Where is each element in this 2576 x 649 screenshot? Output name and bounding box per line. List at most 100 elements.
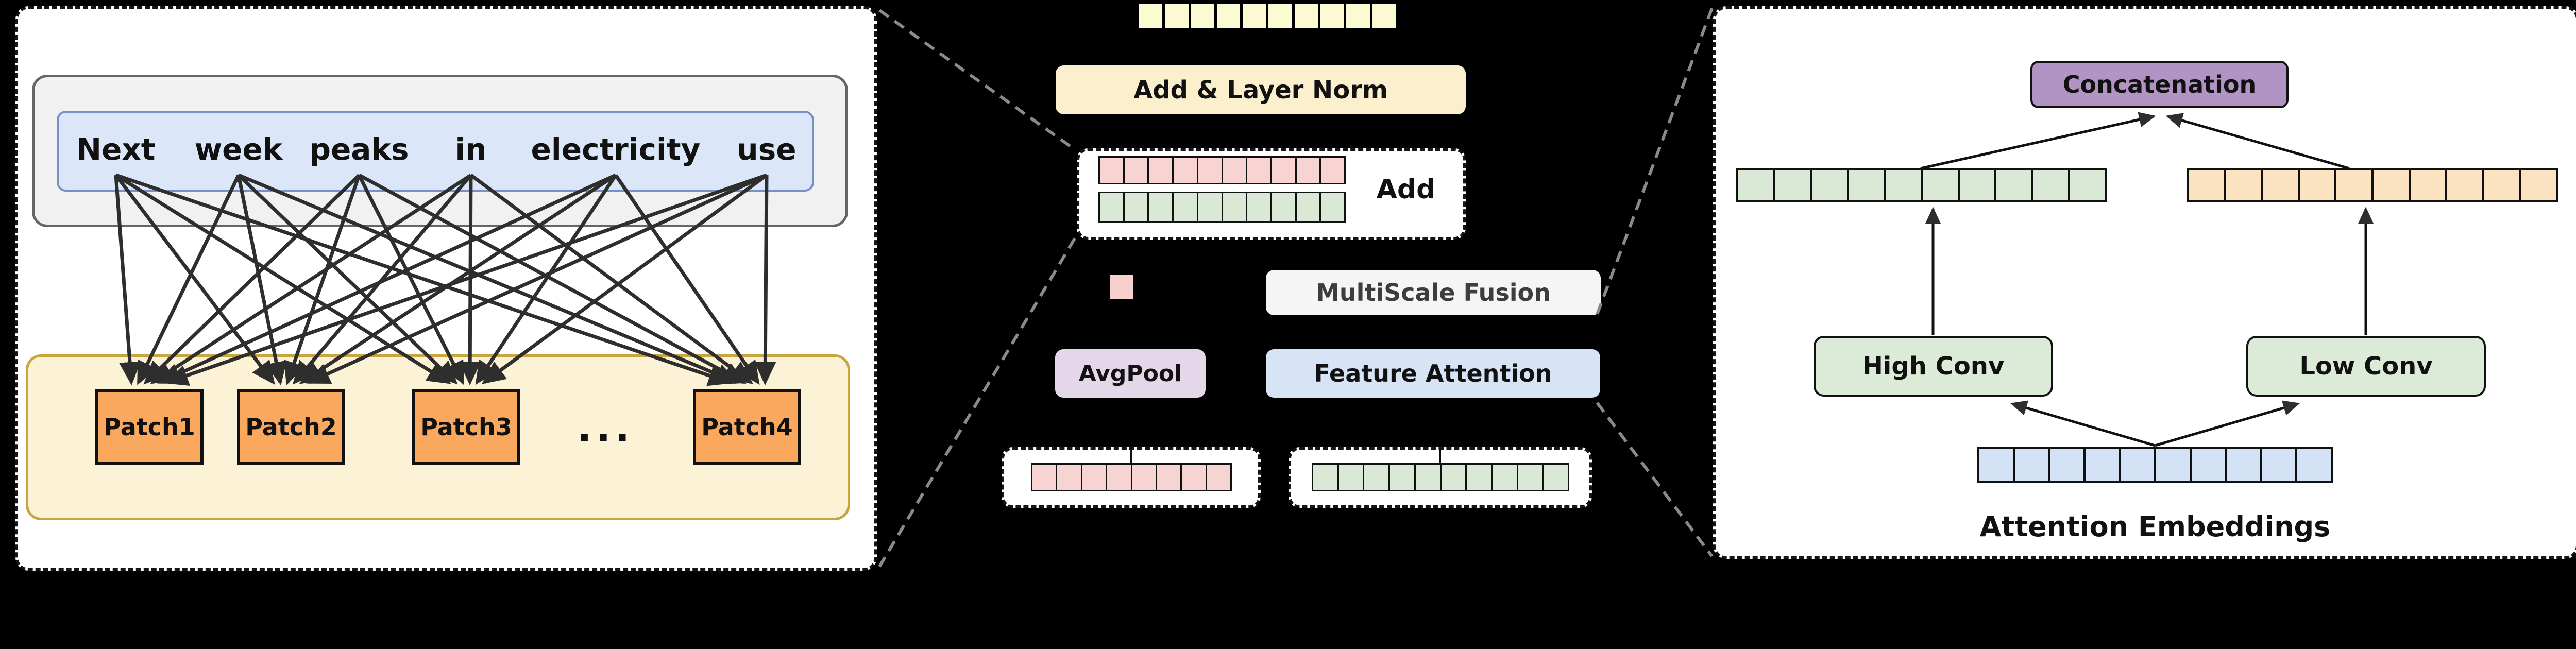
token-cell xyxy=(1268,4,1292,28)
token-cell xyxy=(1414,465,1440,490)
token-cell xyxy=(1243,4,1266,28)
word-patch-arrows xyxy=(114,173,776,386)
token-cell xyxy=(1979,449,2013,481)
token-cell xyxy=(1773,170,1810,200)
token-cell xyxy=(1130,465,1156,490)
token-cell xyxy=(1363,465,1389,490)
word-use: use xyxy=(737,132,796,167)
token-cell xyxy=(1388,465,1414,490)
token-cell xyxy=(1205,465,1230,490)
word-next: Next xyxy=(76,132,156,167)
token-cell xyxy=(1246,193,1270,221)
token-cell xyxy=(2012,449,2048,481)
token-cell xyxy=(2189,449,2225,481)
token-cell xyxy=(1294,4,1318,28)
patch2-box: Patch2 xyxy=(237,389,345,465)
token-cell xyxy=(1147,193,1173,221)
token-cell xyxy=(1738,170,1773,200)
token-cell xyxy=(1216,4,1241,28)
token-cell xyxy=(2371,170,2409,200)
token-cell xyxy=(1319,158,1345,183)
add-label: Add xyxy=(1376,174,1436,205)
token-cell xyxy=(2048,449,2083,481)
patch1-box: Patch1 xyxy=(95,389,204,465)
token-cell xyxy=(1516,465,1543,490)
token-cell xyxy=(1221,158,1246,183)
token-cell xyxy=(1155,465,1181,490)
token-cell xyxy=(1139,4,1163,28)
token-cell xyxy=(1319,193,1345,221)
feature-attention-box: Feature Attention xyxy=(1266,349,1600,398)
word-in: in xyxy=(455,132,487,167)
token-cell xyxy=(2519,170,2556,200)
token-cell xyxy=(1191,4,1214,28)
pooled-token-strip xyxy=(1031,463,1232,491)
patch-ellipsis: ... xyxy=(577,404,634,451)
token-cell xyxy=(1123,193,1148,221)
word-electricity: electricity xyxy=(531,132,701,167)
attention-embeddings-label: Attention Embeddings xyxy=(1979,510,2331,543)
add-pink-token-row xyxy=(1098,156,1346,184)
token-cell xyxy=(1295,193,1320,221)
token-cell xyxy=(2445,170,2482,200)
token-cell xyxy=(1439,465,1466,490)
word-week: week xyxy=(194,132,283,167)
patch4-box: Patch4 xyxy=(693,389,801,465)
token-cell xyxy=(1372,4,1396,28)
token-cell xyxy=(1465,465,1491,490)
fusion-arrows xyxy=(1920,112,2374,447)
token-cell xyxy=(1221,193,1246,221)
token-cell xyxy=(1490,465,1517,490)
token-cell xyxy=(1196,158,1222,183)
token-cell xyxy=(1810,170,1847,200)
token-cell xyxy=(1270,158,1295,183)
token-cell xyxy=(1100,193,1123,221)
token-cell xyxy=(2225,449,2260,481)
token-cell xyxy=(1957,170,1995,200)
token-cell xyxy=(2482,170,2519,200)
token-cell xyxy=(1295,158,1320,183)
token-cell xyxy=(1320,4,1344,28)
concatenation-box: Concatenation xyxy=(2030,61,2289,108)
token-cell xyxy=(2119,449,2154,481)
token-cell xyxy=(1172,193,1197,221)
token-cell xyxy=(2224,170,2261,200)
token-cell xyxy=(2297,170,2335,200)
token-cell xyxy=(2260,449,2296,481)
token-cell xyxy=(2083,449,2119,481)
token-cell xyxy=(1270,193,1295,221)
add-layer-norm-box: Add & Layer Norm xyxy=(1056,65,1466,114)
high-scale-token-strip xyxy=(1736,168,2107,202)
multiscale-fusion-box: MultiScale Fusion xyxy=(1266,270,1601,315)
token-cell xyxy=(1196,193,1222,221)
token-cell xyxy=(2295,449,2331,481)
token-cell xyxy=(1172,158,1197,183)
token-cell xyxy=(1032,465,1056,490)
token-cell xyxy=(1123,158,1148,183)
token-cell xyxy=(1147,158,1173,183)
token-cell xyxy=(1100,158,1123,183)
token-cell xyxy=(1542,465,1568,490)
avgpool-box: AvgPool xyxy=(1055,349,1206,398)
token-cell xyxy=(1337,465,1363,490)
pooled-token-square xyxy=(1110,275,1133,299)
attention-embeddings-strip xyxy=(1977,447,2333,483)
token-cell xyxy=(1056,465,1081,490)
patch3-box: Patch3 xyxy=(412,389,520,465)
token-cell xyxy=(1846,170,1884,200)
token-cell xyxy=(2408,170,2446,200)
token-cell xyxy=(2031,170,2069,200)
token-cell xyxy=(1246,158,1270,183)
token-cell xyxy=(1106,465,1131,490)
token-cell xyxy=(2261,170,2298,200)
token-cell xyxy=(2068,170,2105,200)
token-cell xyxy=(1884,170,1921,200)
low-conv-box: Low Conv xyxy=(2246,336,2486,397)
zoom-guide-lines xyxy=(878,7,1714,568)
token-cell xyxy=(1994,170,2031,200)
attended-token-strip xyxy=(1312,463,1569,491)
token-cell xyxy=(2189,170,2224,200)
token-cell xyxy=(1080,465,1106,490)
